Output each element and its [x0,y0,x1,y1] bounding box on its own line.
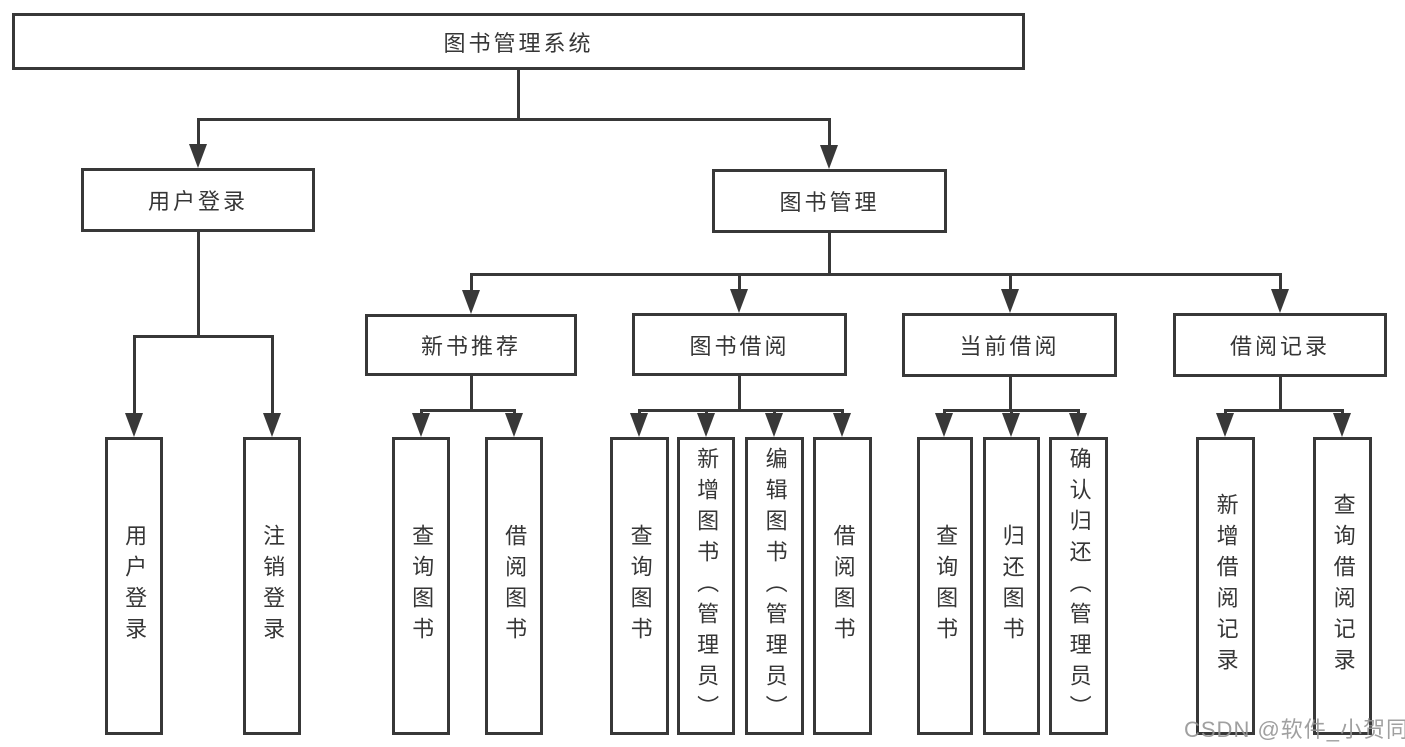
connector-root-rail [197,118,831,121]
leaf-br-query-borrow-record: 查询借阅记录 [1313,437,1372,735]
leaf-bb-add-books-admin: 新增图书（管理员） [677,437,735,735]
connector-nbr-drop-1 [420,409,423,415]
node-book-borrow: 图书借阅 [632,313,847,376]
connector-userlogin-stem [197,231,200,337]
connector-bb-drop-2 [705,409,708,415]
leaf-user-login: 用户登录 [105,437,163,735]
connector-bb-drop-3 [773,409,776,415]
connector-br-drop-2 [1341,409,1344,415]
connector-userlogin-drop-2 [271,335,274,415]
arrow-down-icon [697,413,715,437]
connector-br-stem [1279,376,1282,411]
connector-bookmgmt-drop-3 [1009,273,1012,292]
connector-root-drop-right [828,118,831,146]
arrow-down-icon [820,145,838,169]
arrow-down-icon [263,413,281,437]
leaf-bb-edit-books-admin: 编辑图书（管理员） [745,437,804,735]
node-new-book-recommend: 新书推荐 [365,314,577,376]
connector-bookmgmt-drop-4 [1279,273,1282,292]
connector-cb-stem [1009,376,1012,411]
connector-bookmgmt-drop-2 [738,273,741,292]
arrow-down-icon [505,413,523,437]
arrow-down-icon [1333,413,1351,437]
arrow-down-icon [1002,413,1020,437]
arrow-down-icon [1271,289,1289,313]
arrow-down-icon [1069,413,1087,437]
arrow-down-icon [630,413,648,437]
arrow-down-icon [833,413,851,437]
connector-bb-drop-1 [638,409,641,415]
node-book-mgmt: 图书管理 [712,169,947,233]
arrow-down-icon [1001,289,1019,313]
connector-userlogin-rail [133,335,274,338]
arrow-down-icon [935,413,953,437]
leaf-cb-confirm-return-admin: 确认归还（管理员） [1049,437,1108,735]
connector-br-drop-1 [1224,409,1227,415]
watermark: CSDN @软件_小贺同学 [1184,717,1405,742]
arrow-down-icon [730,289,748,313]
leaf-nbr-query-books: 查询图书 [392,437,450,735]
leaf-cb-query-books: 查询图书 [917,437,973,735]
connector-root-drop-left [197,118,200,146]
connector-bb-rail [638,409,844,412]
arrow-down-icon [125,413,143,437]
leaf-cb-return-books: 归还图书 [983,437,1040,735]
arrow-down-icon [462,290,480,314]
connector-nbr-stem [470,375,473,411]
leaf-bb-borrow-books: 借阅图书 [813,437,872,735]
node-user-login: 用户登录 [81,168,315,232]
connector-bookmgmt-rail [470,273,1282,276]
leaf-logout: 注销登录 [243,437,301,735]
connector-bookmgmt-drop-1 [470,273,473,292]
node-borrow-records: 借阅记录 [1173,313,1387,377]
node-root: 图书管理系统 [12,13,1025,70]
arrow-down-icon [765,413,783,437]
connector-nbr-drop-2 [513,409,516,415]
connector-br-rail [1224,409,1344,412]
arrow-down-icon [1216,413,1234,437]
connector-bb-drop-4 [841,409,844,415]
connector-cb-drop-2 [1010,409,1013,415]
arrow-down-icon [189,144,207,168]
leaf-br-add-borrow-record: 新增借阅记录 [1196,437,1255,735]
arrow-down-icon [412,413,430,437]
connector-nbr-rail [420,409,516,412]
leaf-bb-query-books: 查询图书 [610,437,669,735]
node-current-borrow: 当前借阅 [902,313,1117,377]
connector-cb-drop-3 [1077,409,1080,415]
connector-root-stem [517,69,520,121]
connector-bb-stem [738,375,741,411]
connector-cb-drop-1 [943,409,946,415]
connector-bookmgmt-stem [828,232,831,275]
leaf-nbr-borrow-books: 借阅图书 [485,437,543,735]
connector-userlogin-drop-1 [133,335,136,415]
